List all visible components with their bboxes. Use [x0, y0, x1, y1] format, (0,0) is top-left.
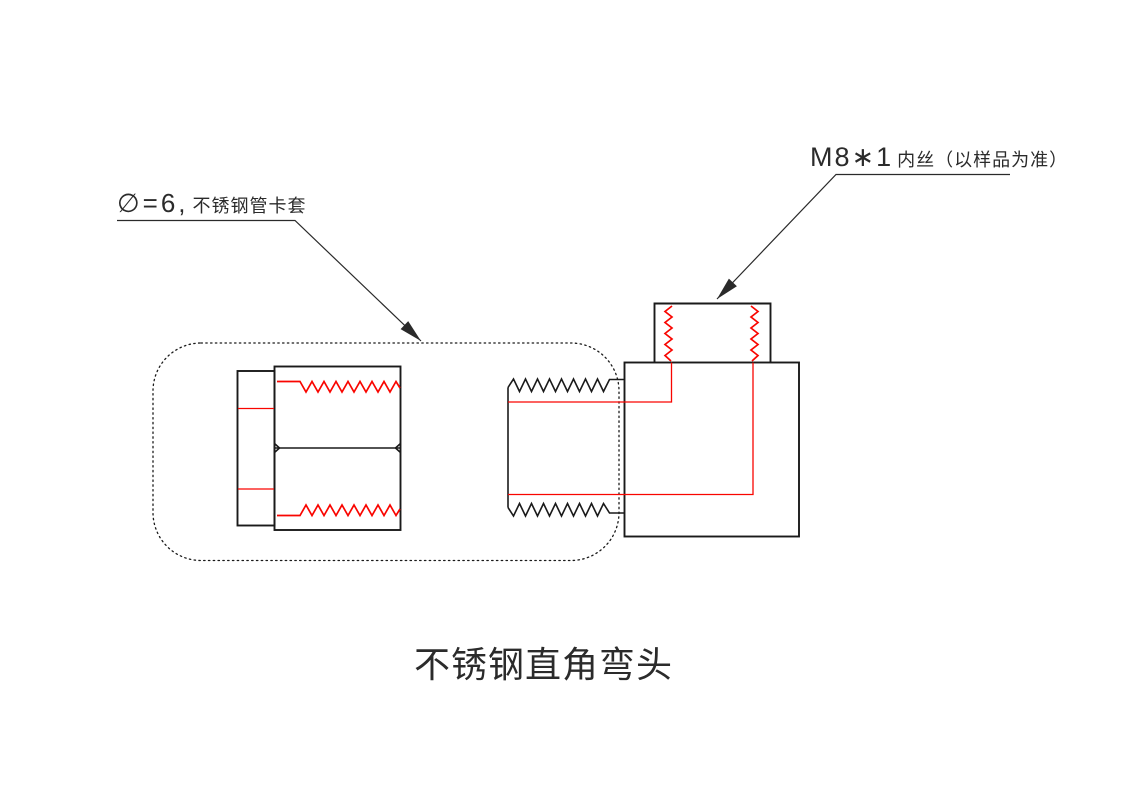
boss-internal-thread-right — [749, 305, 760, 362]
nut-internal-thread-top — [277, 379, 401, 394]
ferrule-dimension-text: ∅=6, — [117, 188, 189, 218]
thread-annotation: M8∗1 内丝（以样品为准） — [810, 142, 1068, 173]
leader-thread-arrowhead — [717, 278, 737, 299]
bore-line-upper — [508, 362, 673, 403]
thread-boss-outline — [653, 302, 772, 363]
dashed-outline — [152, 342, 620, 562]
male-thread-stem — [507, 377, 625, 518]
nut-collar-rect — [236, 370, 276, 527]
elbow-body — [508, 302, 800, 538]
drawing-title: 不锈钢直角弯头 — [414, 644, 674, 685]
ferrule-name-text: 不锈钢管卡套 — [192, 196, 307, 216]
leader-ferrule-line — [117, 219, 422, 342]
leader-ferrule — [117, 219, 422, 342]
elbow-body-rect — [623, 361, 800, 538]
leader-thread-line — [716, 173, 1010, 300]
bore-line-lower — [508, 362, 754, 496]
leader-ferrule-arrowhead — [400, 321, 421, 341]
nut-internal-thread-bottom — [277, 503, 401, 518]
boss-internal-thread-left — [663, 305, 674, 362]
stem-thread-top — [507, 377, 625, 394]
nut-midline-dart-right — [394, 442, 402, 454]
clamp-sleeve-boundary — [152, 342, 620, 562]
leader-thread — [716, 173, 1010, 300]
thread-spec-text: M8∗1 — [810, 142, 894, 172]
thread-detail-text: 内丝（以样品为准） — [897, 150, 1069, 170]
ferrule-annotation: ∅=6, 不锈钢管卡套 — [117, 188, 307, 219]
nut-midline-dart-left — [273, 442, 281, 454]
ferrule-nut — [236, 365, 402, 531]
stem-thread-bottom — [507, 501, 625, 518]
